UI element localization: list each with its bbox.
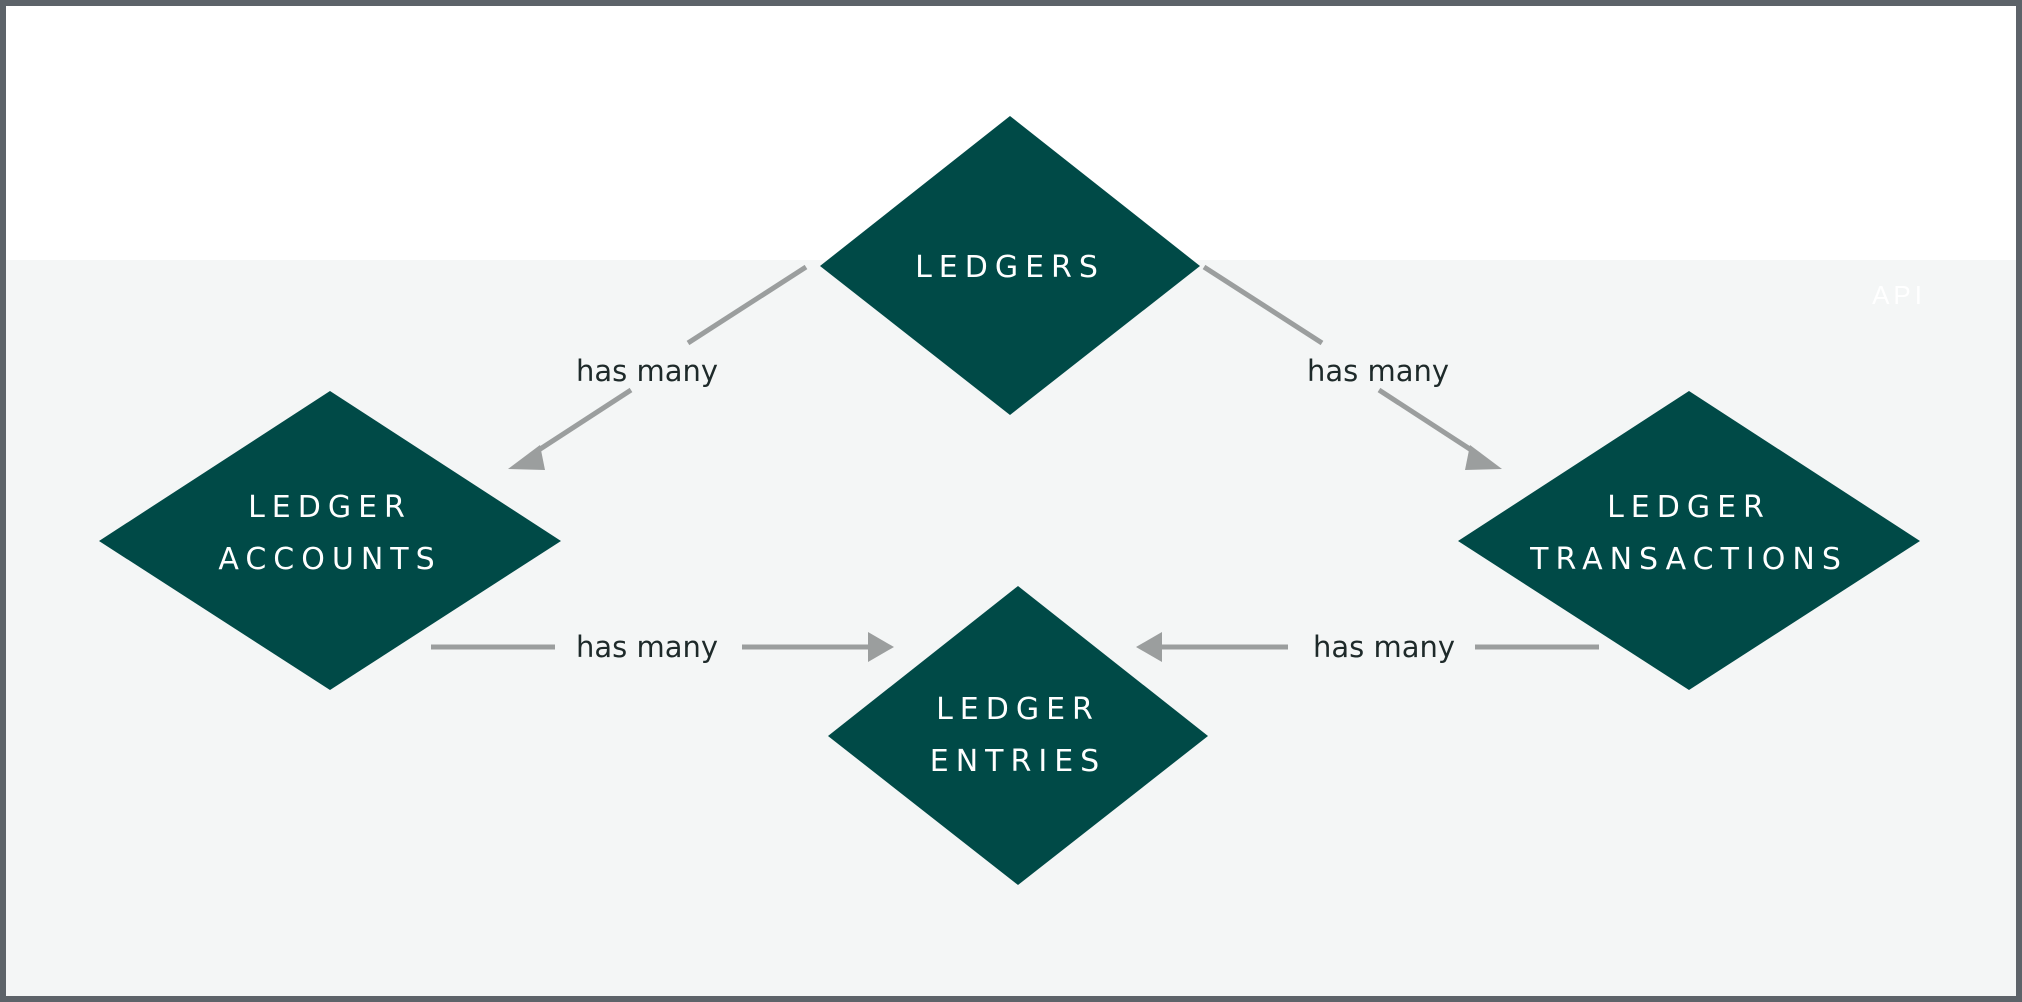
node-label-line1: LEDGER [248,490,412,525]
node-ledger-accounts: LEDGER ACCOUNTS [99,391,561,690]
edge-line-upper [686,264,808,346]
node-label: LEDGERS [915,250,1105,285]
node-ledgers: LEDGERS [820,116,1200,415]
edge-ledgers-to-transactions: has many [1202,264,1502,470]
node-label-line2: TRANSACTIONS [1529,542,1848,577]
edge-line-upper [1202,264,1324,346]
node-label-line2: ACCOUNTS [218,542,441,577]
node-ledger-entries: LEDGER ENTRIES [828,586,1208,885]
edge-label: has many [576,354,718,388]
edge-transactions-to-entries: has many [1136,630,1599,664]
edge-ledgers-to-accounts: has many [508,264,808,470]
node-label-line1: LEDGER [1607,490,1771,525]
edge-line-lower [1377,387,1481,458]
node-ledger-transactions: LEDGER TRANSACTIONS [1458,391,1920,690]
diamond-shape [99,391,561,690]
node-label-line1: LEDGER [936,692,1100,727]
edge-label: has many [576,630,718,664]
arrowhead-icon [1136,632,1162,662]
arrowhead-icon [1465,445,1502,470]
arrowhead-icon [868,632,894,662]
api-region-label: API [1872,280,1926,310]
edge-label: has many [1313,630,1455,664]
edge-label: has many [1307,354,1449,388]
edge-accounts-to-entries: has many [431,630,894,664]
relationship-diagram: has many has many has many has many LEDG… [99,116,1920,885]
diamond-shape [1458,391,1920,690]
node-label-line2: ENTRIES [930,744,1106,779]
arrowhead-icon [508,445,545,470]
diamond-shape [828,586,1208,885]
edge-line-lower [529,387,633,458]
diamond-shape [820,116,1200,415]
